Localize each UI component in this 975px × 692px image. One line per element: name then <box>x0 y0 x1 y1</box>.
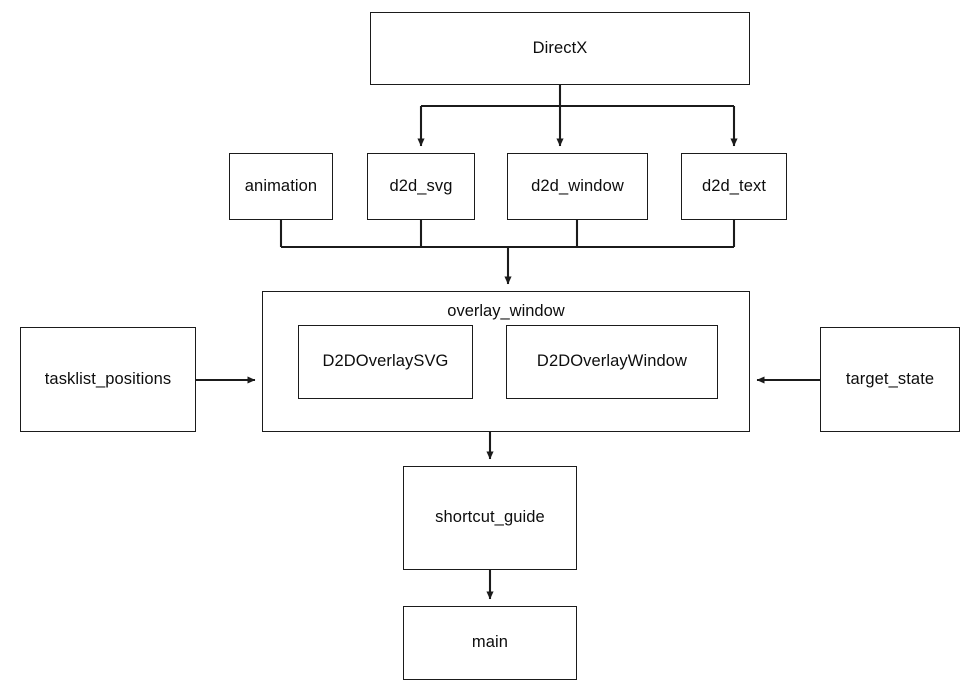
node-animation-label: animation <box>244 176 318 195</box>
node-directx-label: DirectX <box>532 38 588 57</box>
node-target-state-label: target_state <box>845 369 935 388</box>
node-d2doverlaywindow[interactable]: D2DOverlayWindow <box>506 325 718 399</box>
node-d2doverlaywindow-label: D2DOverlayWindow <box>536 352 688 371</box>
node-main[interactable]: main <box>403 606 577 680</box>
node-d2d-text-label: d2d_text <box>701 176 767 195</box>
node-d2d-text[interactable]: d2d_text <box>681 153 787 220</box>
node-animation[interactable]: animation <box>229 153 333 220</box>
node-directx[interactable]: DirectX <box>370 12 750 85</box>
node-main-label: main <box>471 633 509 652</box>
node-tasklist-positions[interactable]: tasklist_positions <box>20 327 196 432</box>
node-d2doverlaysvg[interactable]: D2DOverlaySVG <box>298 325 473 399</box>
node-target-state[interactable]: target_state <box>820 327 960 432</box>
node-d2d-window[interactable]: d2d_window <box>507 153 648 220</box>
cluster-overlay-window-label: overlay_window <box>447 302 565 320</box>
node-d2doverlaysvg-label: D2DOverlaySVG <box>322 352 449 371</box>
node-d2d-svg[interactable]: d2d_svg <box>367 153 475 220</box>
node-shortcut-guide-label: shortcut_guide <box>435 508 545 527</box>
node-d2d-window-label: d2d_window <box>531 176 624 195</box>
node-d2d-svg-label: d2d_svg <box>389 176 453 195</box>
node-tasklist-positions-label: tasklist_positions <box>44 369 172 388</box>
node-shortcut-guide[interactable]: shortcut_guide <box>403 466 577 570</box>
